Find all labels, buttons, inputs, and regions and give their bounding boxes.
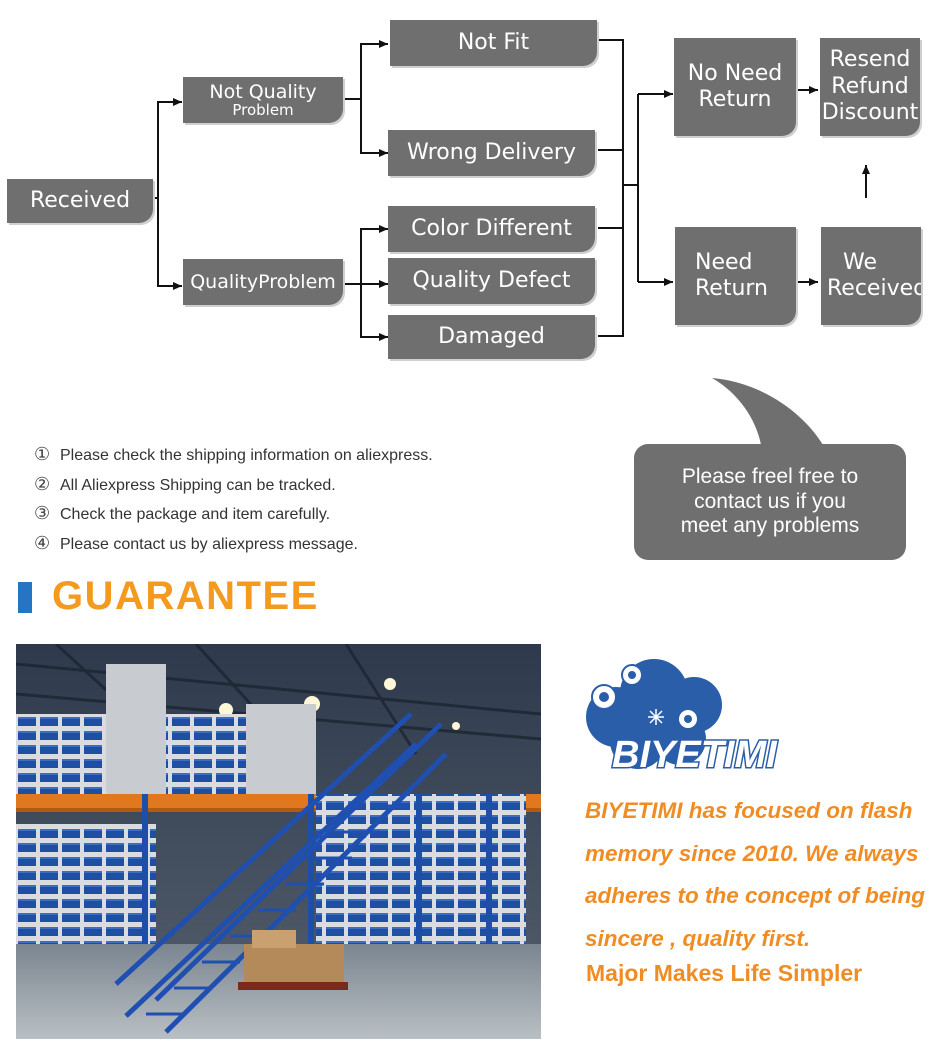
flow-node-damaged-label: Damaged [438,323,545,349]
warehouse-photo [16,644,541,1039]
biyetimi-logo-wordmark: BIYETIMI [612,734,778,776]
warehouse-illustration [16,644,541,1039]
flow-node-need-return-label-1: Need [695,249,753,275]
flow-node-resend-refund-discount: Resend Refund Discount [820,38,920,136]
note-text: Check the package and item carefully. [60,506,331,523]
speech-bubble-tail [712,378,826,450]
flow-node-quality-problem: QualityProblem [183,259,343,305]
flow-node-quality-defect-label: Quality Defect [412,267,571,293]
note-number: ④ [34,532,51,553]
flow-node-resend-label-3: Discount [821,100,919,126]
flow-node-received: Received [7,179,153,223]
guarantee-accent-bar [18,582,32,613]
brand-description-line: adheres to the concept of being [585,883,926,908]
flow-node-need-return-label-2: Return [695,276,769,301]
speech-bubble-line-3: meet any problems [680,514,860,538]
brand-description-line: BIYETIMI has focused on flash [585,798,913,823]
flow-node-damaged: Damaged [388,315,595,359]
brand-description-line: sincere , quality first. [585,925,811,951]
flow-node-no-need-return: No Need Return [674,38,796,136]
flow-node-we-received-label-1: We [843,249,877,275]
brand-description-line: memory since 2010. We always [585,840,919,866]
note-text: Please contact us by aliexpress message. [60,535,358,553]
speech-bubble-line-1: Please freel free to [681,464,859,488]
brand-slogan: Major Makes Life Simpler [586,960,863,986]
flow-node-color-different: Color Different [388,206,595,252]
flow-node-no-need-return-label-1: No Need [687,60,783,86]
note-number: ① [34,444,51,464]
flow-node-need-return: Need Return [675,227,796,325]
brand-description: BIYETIMI has focused on flash memory sin… [585,790,947,960]
flow-node-not-quality-label-1: Not Quality [209,81,317,104]
note-item: ② All Aliexpress Shipping can be tracked. [34,472,433,502]
note-item: ③ Check the package and item carefully. [34,501,433,531]
note-text: Please check the shipping information on… [60,447,433,464]
note-number: ③ [34,503,51,523]
note-number: ② [34,473,51,494]
flow-node-color-different-label: Color Different [411,215,572,241]
flow-node-wrong-delivery-label: Wrong Delivery [406,139,576,165]
flow-node-received-label: Received [29,187,131,213]
flow-node-resend-label-1: Resend [829,47,911,73]
note-text: All Aliexpress Shipping can be tracked. [60,476,336,494]
flow-node-not-quality-problem: Not Quality Problem [183,77,343,123]
flow-node-no-need-return-label-2: Return [698,87,772,112]
biyetimi-logo: BIYETIMI [586,659,780,778]
shipping-notes-list: ① Please check the shipping information o… [34,442,433,560]
note-item: ① Please check the shipping information o… [34,442,433,472]
guarantee-heading: GUARANTEE [52,574,319,618]
flow-node-not-fit: Not Fit [390,20,597,66]
speech-bubble: Please freel free to contact us if you m… [634,444,906,560]
flow-node-not-fit-label: Not Fit [457,29,530,55]
note-item: ④ Please contact us by aliexpress message… [34,531,433,561]
flow-node-we-received-label-2: Received [827,276,921,301]
flow-node-quality-problem-label: QualityProblem [190,270,336,293]
flow-node-not-quality-label-2: Problem [232,100,294,119]
flow-node-wrong-delivery: Wrong Delivery [388,130,595,176]
flow-node-resend-label-2: Refund [831,73,909,99]
flow-node-quality-defect: Quality Defect [388,258,595,304]
flow-node-we-received: We Received [821,227,921,325]
speech-bubble-line-2: contact us if you [694,489,846,513]
